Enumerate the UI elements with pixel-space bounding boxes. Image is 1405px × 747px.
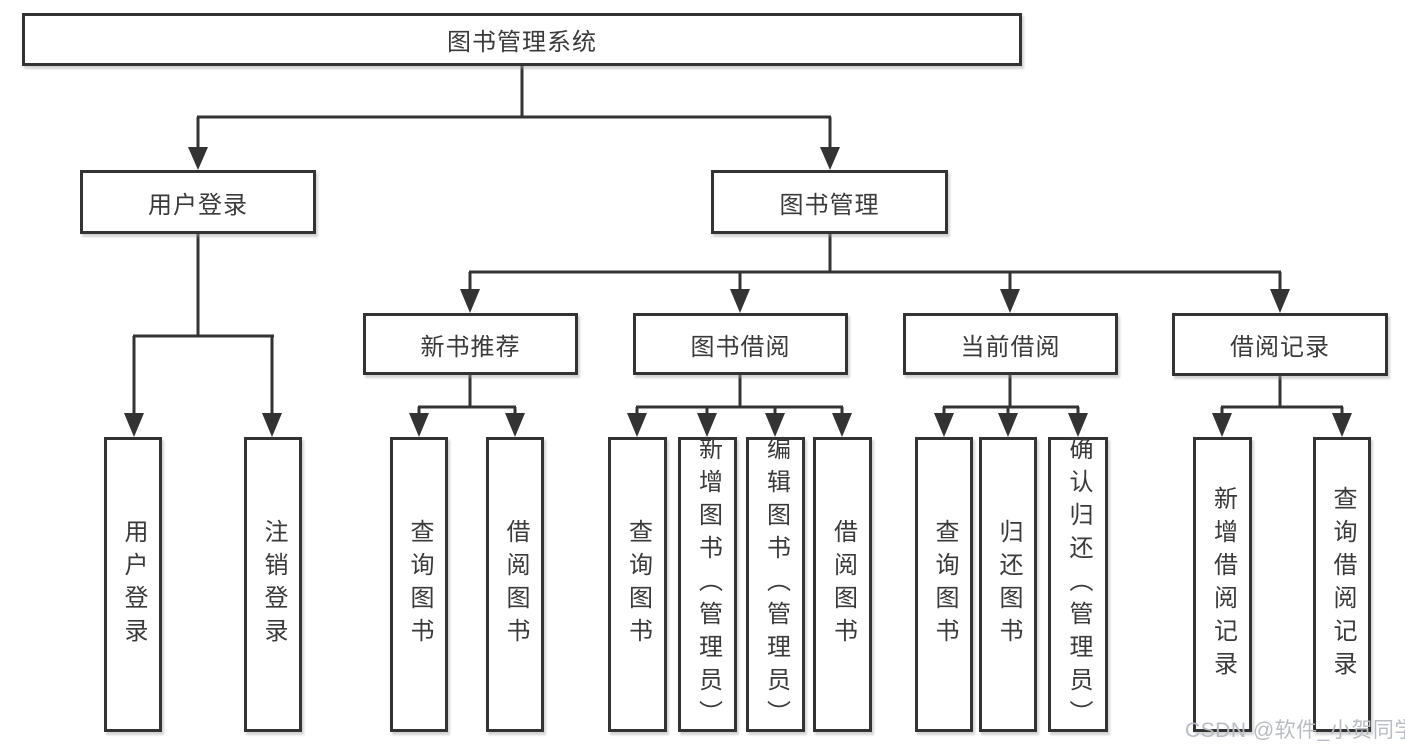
leaf-label: 借阅图书 xyxy=(829,518,857,651)
leaf-label: 查询图书 xyxy=(406,518,433,651)
leaf-edit-book-admin: 编辑图书（管理员） xyxy=(746,436,805,733)
leaf-label: 新增图书（管理员） xyxy=(694,436,722,733)
leaf-label: 编辑图书（管理员） xyxy=(762,436,790,733)
node-root-system: 图书管理系统 xyxy=(22,13,1022,66)
leaf-label: 查询图书 xyxy=(931,518,958,651)
node-book-borrow: 图书借阅 xyxy=(633,313,848,375)
leaf-return-book: 归还图书 xyxy=(979,437,1037,732)
leaf-add-book-admin: 新增图书（管理员） xyxy=(678,436,737,733)
node-new-book-recommend: 新书推荐 xyxy=(363,313,578,375)
leaf-add-borrow-record: 新增借阅记录 xyxy=(1193,437,1252,732)
leaf-confirm-return-admin: 确认归还（管理员） xyxy=(1048,436,1108,733)
leaf-label: 用户登录 xyxy=(120,518,147,651)
node-user-login: 用户登录 xyxy=(80,170,316,234)
node-current-borrow: 当前借阅 xyxy=(903,313,1118,375)
leaf-label: 注销登录 xyxy=(260,518,287,651)
leaf-query-books-current: 查询图书 xyxy=(915,437,973,732)
leaf-user-login: 用户登录 xyxy=(104,437,162,732)
leaf-logout: 注销登录 xyxy=(244,437,302,732)
connector-edges xyxy=(124,64,1352,437)
arrowhead-icons xyxy=(124,147,1352,437)
leaf-label: 查询图书 xyxy=(624,518,652,651)
leaf-borrow-books: 借阅图书 xyxy=(813,437,872,732)
leaf-label: 查询借阅记录 xyxy=(1329,485,1356,684)
node-borrow-records: 借阅记录 xyxy=(1172,313,1388,376)
connector-path xyxy=(132,64,1344,415)
leaf-label: 归还图书 xyxy=(995,518,1022,651)
leaf-label: 借阅图书 xyxy=(502,518,529,651)
csdn-watermark: CSDN @软件_小贺同学 xyxy=(1185,719,1405,742)
leaf-label: 新增借阅记录 xyxy=(1209,485,1237,684)
leaf-borrow-books-recommend: 借阅图书 xyxy=(486,437,544,732)
leaf-label: 确认归还（管理员） xyxy=(1065,436,1092,733)
leaf-query-books-recommend: 查询图书 xyxy=(390,437,448,732)
leaf-query-books-borrow: 查询图书 xyxy=(608,437,667,732)
node-book-management: 图书管理 xyxy=(711,170,948,234)
leaf-query-borrow-record: 查询借阅记录 xyxy=(1313,437,1371,732)
